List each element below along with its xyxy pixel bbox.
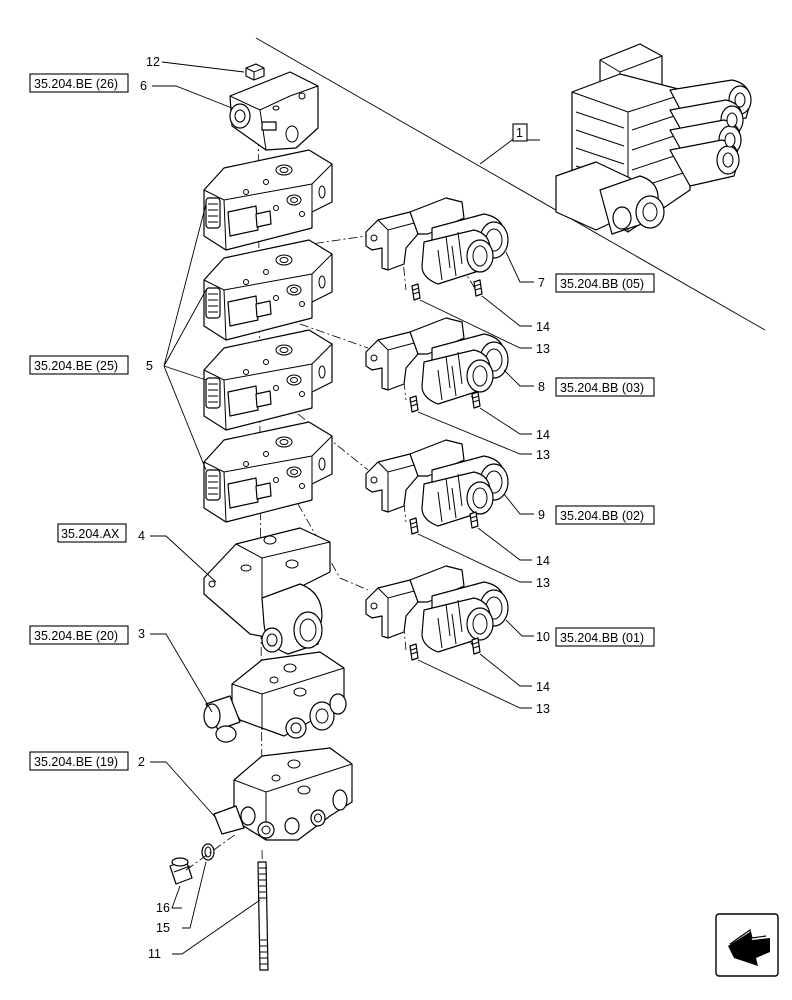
screw-part-14-c[interactable] xyxy=(469,511,479,529)
screw-part-13-a[interactable] xyxy=(411,283,421,301)
coupler-part-9[interactable] xyxy=(365,439,509,527)
callout-5: 5 xyxy=(146,359,153,373)
assembly-divider-line xyxy=(255,37,766,331)
leader-14-d xyxy=(479,653,532,687)
callout-11: 11 xyxy=(148,947,161,961)
callout-1: 1 xyxy=(516,126,523,140)
callout-14-d: 14 xyxy=(536,680,550,694)
ref-label-35-204-bb-02: 35.204.BB (02) xyxy=(560,509,644,523)
leader-5-fan xyxy=(163,203,207,471)
next-page-arrow-icon[interactable] xyxy=(715,913,779,977)
ref-box-35-204-bb-01[interactable] xyxy=(555,627,655,647)
screw-part-13-b[interactable] xyxy=(409,395,419,413)
ref-label-35-204-ax: 35.204.AX xyxy=(61,527,120,541)
ref-box-35-204-ax[interactable] xyxy=(57,523,127,543)
tie-rod-part-11[interactable] xyxy=(257,861,269,971)
ref-label-35-204-be-26: 35.204.BE (26) xyxy=(34,77,118,91)
callout-14-c: 14 xyxy=(536,554,550,568)
screw-part-14-a[interactable] xyxy=(473,279,483,297)
callout-2: 2 xyxy=(138,755,145,769)
screw-part-14-b[interactable] xyxy=(471,391,481,409)
leader-2 xyxy=(150,761,217,819)
leader-13-a xyxy=(419,299,532,349)
ref-box-35-204-be-20[interactable] xyxy=(29,625,129,645)
outlet-section-part-2[interactable] xyxy=(213,747,353,841)
callout-13-c: 13 xyxy=(536,576,550,590)
ref-label-35-204-bb-05: 35.204.BB (05) xyxy=(560,277,644,291)
ref-label-35-204-be-25: 35.204.BE (25) xyxy=(34,359,118,373)
leader-3 xyxy=(150,633,213,713)
leader-7 xyxy=(505,251,534,283)
callout-9: 9 xyxy=(538,508,545,522)
callout-13-a: 13 xyxy=(536,342,550,356)
valve-section-part-5-d[interactable] xyxy=(203,421,333,523)
leader-11 xyxy=(172,899,261,955)
ref-label-35-204-bb-03: 35.204.BB (03) xyxy=(560,381,644,395)
callout-16: 16 xyxy=(156,901,170,915)
callout-10: 10 xyxy=(536,630,550,644)
leader-4 xyxy=(150,535,217,583)
ref-box-35-204-be-19[interactable] xyxy=(29,751,129,771)
callout-3: 3 xyxy=(138,627,145,641)
assembled-valve-block xyxy=(555,43,752,235)
callout-14-a: 14 xyxy=(536,320,550,334)
leader-16 xyxy=(171,885,182,909)
callout-7: 7 xyxy=(538,276,545,290)
coupler-part-7[interactable] xyxy=(365,197,509,285)
callout-15: 15 xyxy=(156,921,170,935)
screw-part-13-d[interactable] xyxy=(409,643,419,661)
ref-label-35-204-bb-01: 35.204.BB (01) xyxy=(560,631,644,645)
coupler-axis-10 xyxy=(297,503,369,591)
ref-box-35-204-bb-02[interactable] xyxy=(555,505,655,525)
leader-14-b xyxy=(479,407,532,435)
callout-4: 4 xyxy=(138,529,145,543)
leader-13-d xyxy=(417,659,532,709)
valve-section-part-5-c[interactable] xyxy=(203,329,333,431)
coupler-part-8[interactable] xyxy=(365,317,509,405)
ref-label-35-204-be-20: 35.204.BE (20) xyxy=(34,629,118,643)
coupler-axis-8 xyxy=(299,323,369,349)
coupler-axis-7 xyxy=(297,235,367,247)
coupler-part-10[interactable] xyxy=(365,565,509,653)
leader-14-a xyxy=(481,295,532,327)
seal-axis xyxy=(185,833,237,871)
callout-14-b: 14 xyxy=(536,428,550,442)
ref-box-35-204-bb-03[interactable] xyxy=(555,377,655,397)
callout-8: 8 xyxy=(538,380,545,394)
callout-13-d: 13 xyxy=(536,702,550,716)
leader-14-c xyxy=(477,527,532,561)
plug-part-16[interactable] xyxy=(169,857,193,885)
nut-part-12[interactable] xyxy=(245,63,265,81)
leader-13-b xyxy=(417,411,532,455)
ref-box-35-204-be-25[interactable] xyxy=(29,355,129,375)
leader-9 xyxy=(503,493,534,515)
assembly-leader-line xyxy=(479,139,540,165)
ref-box-35-204-bb-05[interactable] xyxy=(555,273,655,293)
valve-section-part-5-a[interactable] xyxy=(203,149,333,251)
valve-section-part-5-b[interactable] xyxy=(203,239,333,341)
callout-13-b: 13 xyxy=(536,448,550,462)
leader-13-c xyxy=(417,533,532,583)
valve-section-part-3[interactable] xyxy=(203,651,347,743)
screw-part-13-c[interactable] xyxy=(409,517,419,535)
callout-1-box[interactable] xyxy=(512,123,528,142)
end-cover-part-6[interactable] xyxy=(229,71,319,151)
inlet-section-part-4[interactable] xyxy=(203,527,331,655)
ref-box-35-204-be-26[interactable] xyxy=(29,73,129,93)
leader-8 xyxy=(503,369,534,387)
callout-12: 12 xyxy=(146,55,160,69)
leader-10 xyxy=(505,619,534,637)
screw-part-14-d[interactable] xyxy=(471,637,481,655)
leader-15 xyxy=(182,861,207,929)
leader-12 xyxy=(161,61,245,73)
leader-6 xyxy=(152,85,233,109)
callout-6: 6 xyxy=(140,79,147,93)
ref-label-35-204-be-19: 35.204.BE (19) xyxy=(34,755,118,769)
coupler-axis-9 xyxy=(297,413,369,471)
